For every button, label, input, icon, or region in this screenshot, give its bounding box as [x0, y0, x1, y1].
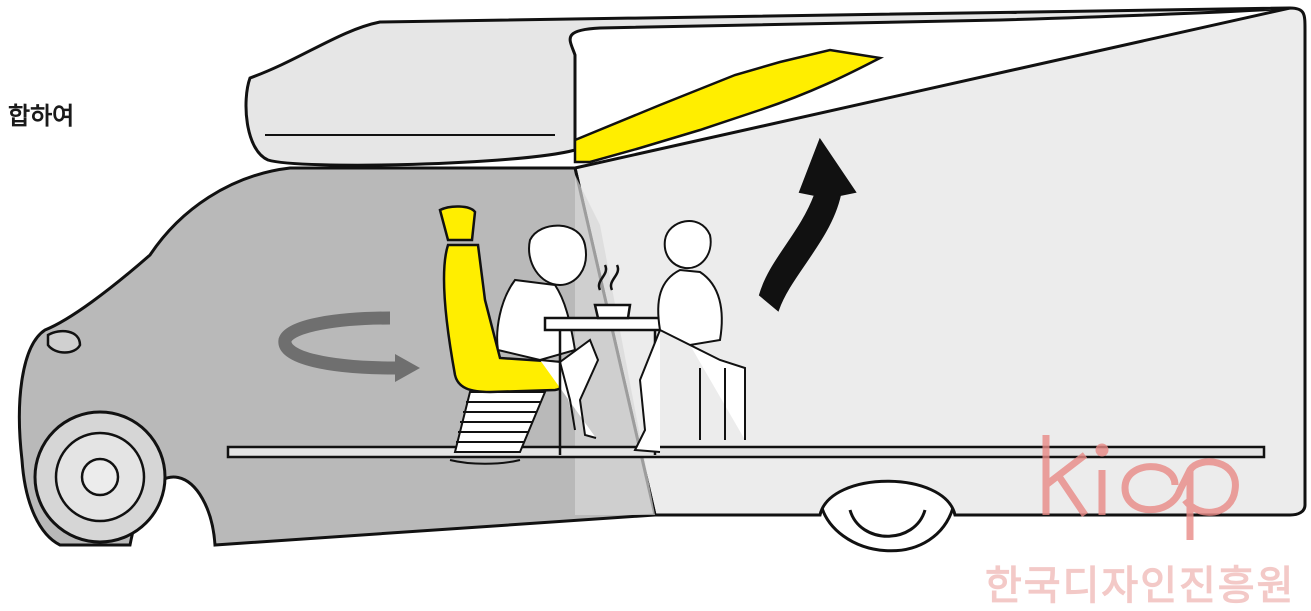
caption-text: 합하여 — [8, 96, 74, 131]
watermark-org-name: 한국디자인진흥원 — [985, 553, 1295, 611]
rear-wheel — [820, 500, 955, 551]
front-wheel — [35, 412, 165, 542]
kidp-logo-mark — [1040, 430, 1245, 545]
headlight — [48, 331, 80, 352]
